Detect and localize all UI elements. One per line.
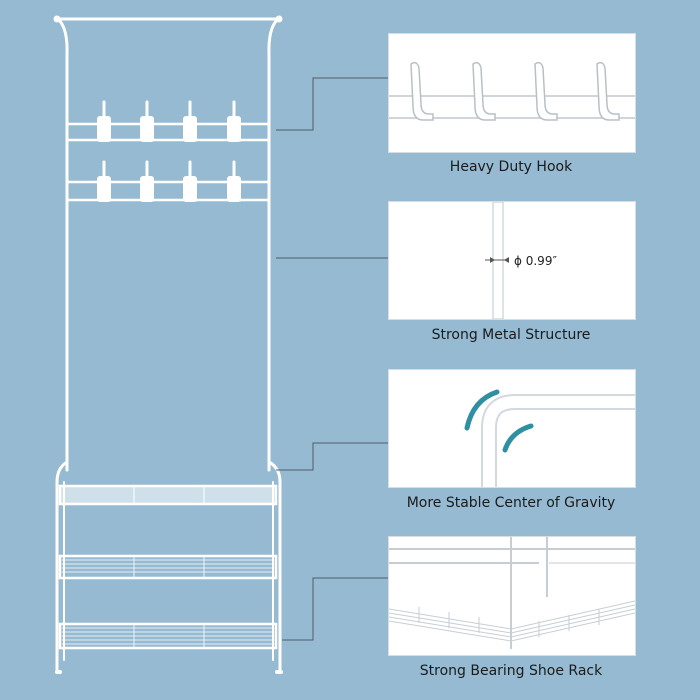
bench-top bbox=[58, 484, 278, 506]
shelf-detail-panel bbox=[388, 536, 636, 656]
hooks bbox=[97, 100, 242, 202]
tube-caption: Strong Metal Structure bbox=[431, 327, 591, 343]
callout-hook bbox=[276, 77, 388, 131]
corner-detail-icon bbox=[464, 389, 635, 487]
hook-caption: Heavy Duty Hook bbox=[449, 159, 573, 175]
right-leg-front bbox=[267, 460, 282, 674]
middle-shelf bbox=[58, 554, 278, 580]
hook-row-1 bbox=[97, 100, 242, 142]
tube-detail-icon bbox=[485, 202, 509, 319]
shelf-caption: Strong Bearing Shoe Rack bbox=[419, 663, 603, 679]
tube-diameter-label: ϕ 0.99″ bbox=[514, 254, 557, 268]
right-shoulder bbox=[267, 17, 280, 57]
callout-shelf bbox=[282, 577, 388, 641]
hook-detail-icon bbox=[389, 61, 635, 121]
hook-detail-panel bbox=[388, 33, 636, 153]
callout-gravity bbox=[276, 442, 388, 471]
shoe-rack-base bbox=[55, 460, 283, 674]
gravity-detail-panel bbox=[388, 369, 636, 488]
bottom-shelf-wires bbox=[61, 623, 275, 649]
left-shoulder bbox=[56, 17, 69, 57]
hook-row-2 bbox=[97, 160, 242, 202]
left-leg-front bbox=[55, 460, 69, 674]
shelf-detail-icon bbox=[389, 537, 635, 649]
middle-shelf-wires bbox=[61, 555, 275, 579]
tube-detail-panel: ϕ 0.99″ bbox=[388, 201, 636, 320]
callout-lines bbox=[276, 77, 388, 641]
bottom-shelf bbox=[58, 622, 278, 650]
gravity-caption: More Stable Center of Gravity bbox=[406, 495, 616, 511]
